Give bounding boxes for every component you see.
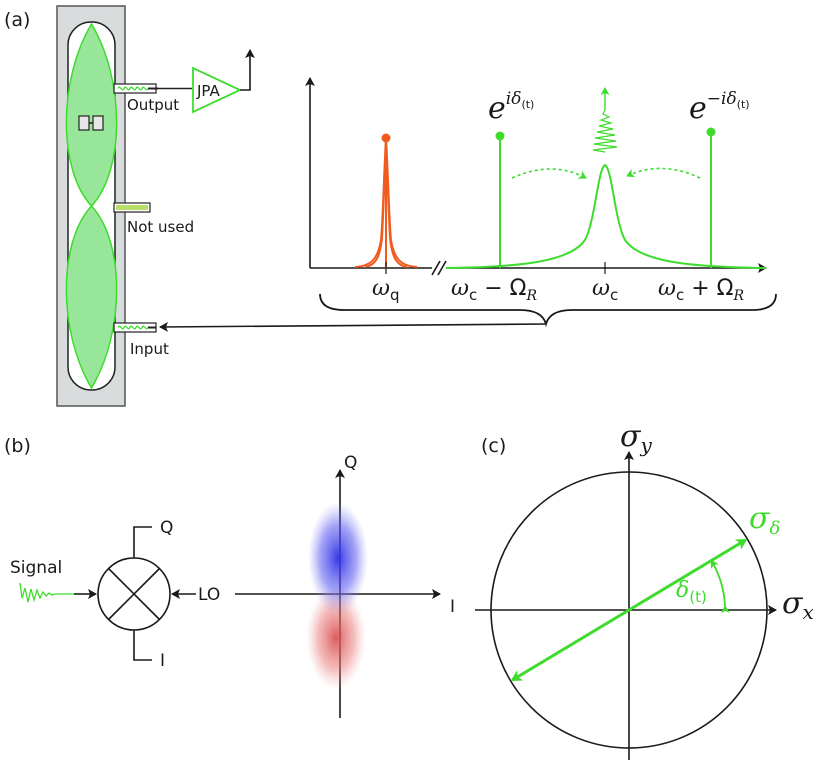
sigma-x-label: σx <box>782 586 814 624</box>
signal-label: Signal <box>10 558 62 578</box>
upper-sideband-frequency-label: ωc + ΩR <box>658 276 744 304</box>
panel-c-tag: (c) <box>481 435 506 457</box>
signal-waveform-icon <box>19 582 90 603</box>
qubit-frequency-label: ωq <box>372 276 399 304</box>
input-port <box>113 322 157 333</box>
transmon-qubit <box>78 115 104 131</box>
mixer-i-label: I <box>160 651 165 671</box>
upper-sideband-transfer-arrow <box>626 167 701 179</box>
lower-sideband-line <box>495 131 505 268</box>
upper-sideband-line <box>706 127 716 268</box>
iq-mixer-icon <box>97 557 171 631</box>
angle-arc <box>710 559 730 614</box>
qubit-peak <box>354 133 418 268</box>
drive-input-arrow <box>159 321 547 332</box>
upper-phase-label: e−iδ(t) <box>689 89 750 126</box>
jpa-output-arrow <box>240 49 255 91</box>
mode-lobe-bottom <box>65 204 118 390</box>
sigma-delta-label: σδ <box>749 501 780 539</box>
output-port <box>113 83 192 94</box>
cavity-peak <box>445 163 767 269</box>
jpa-amplifier <box>192 66 243 114</box>
iq-q-axis-label: Q <box>344 453 357 473</box>
ground-state-blob <box>306 586 366 690</box>
lo-label: LO <box>198 585 220 605</box>
axis-break-mark <box>431 260 447 276</box>
iq-i-axis-label: I <box>450 597 455 617</box>
sigma-delta-vector <box>510 538 748 682</box>
cavity-frequency-label: ωc <box>592 276 618 304</box>
mixer-i-lead <box>133 630 152 661</box>
panel-b-tag: (b) <box>4 435 31 457</box>
unused-port <box>113 202 151 213</box>
delta-angle-label: δ(t) <box>676 578 707 606</box>
panel-a-tag: (a) <box>4 9 30 31</box>
mixer-q-label: Q <box>160 518 173 538</box>
lower-phase-label: eiδ(t) <box>488 89 534 126</box>
input-label: Input <box>130 340 169 358</box>
emitted-signal-icon <box>592 87 618 153</box>
not-used-label: Not used <box>127 218 194 236</box>
jpa-label: JPA <box>196 82 221 100</box>
sigma-y-label: σy <box>620 419 652 457</box>
excited-state-blob <box>308 502 368 614</box>
lower-sideband-frequency-label: ωc − ΩR <box>451 276 537 304</box>
lower-sideband-transfer-arrow <box>511 168 587 179</box>
output-label: Output <box>127 96 179 114</box>
mixer-q-lead <box>133 526 152 558</box>
